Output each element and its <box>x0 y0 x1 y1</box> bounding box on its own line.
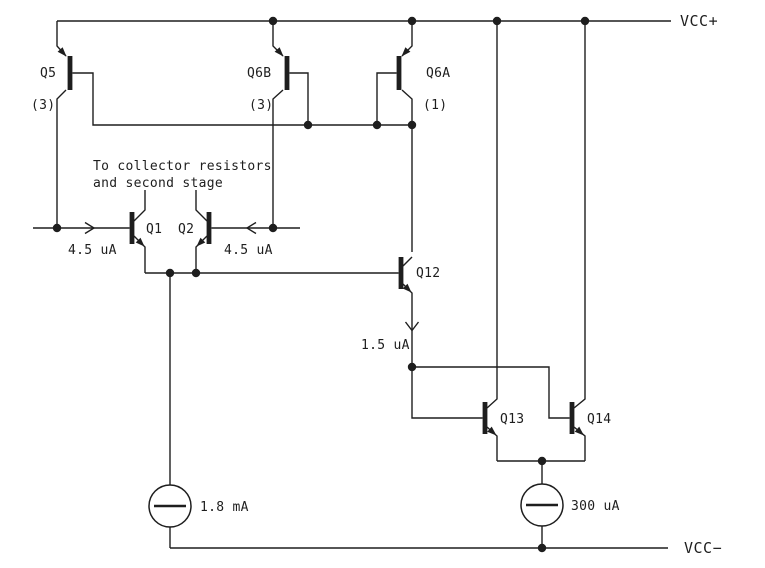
q6a-annotation: (1) <box>423 98 447 113</box>
q12-emitter-current-label: 1.5 uA <box>361 338 410 353</box>
junction-dot <box>268 16 278 26</box>
junction-dot <box>52 223 62 233</box>
current-source-mirror: 300 uA <box>520 483 620 527</box>
junction-dot <box>303 120 313 130</box>
junction-dot <box>407 362 417 372</box>
wires <box>33 72 585 548</box>
q14-collector-wire <box>573 21 586 409</box>
q6b-annotation: (3) <box>249 98 273 113</box>
junction-dot <box>268 223 278 233</box>
q12-npn-arrow-icon <box>402 283 412 293</box>
transistor-q12: Q12 <box>398 256 440 367</box>
q12-emitter-current: 1.5 uA <box>361 321 420 353</box>
q13-collector-wire <box>486 21 498 409</box>
junction-dot <box>580 16 590 26</box>
mirror-source-circle-icon <box>520 483 564 527</box>
q2-label: Q2 <box>178 222 194 237</box>
q5-collector-wire <box>56 89 67 228</box>
q1-base-current-label: 4.5 uA <box>68 243 117 258</box>
tail-source-circle-icon <box>148 484 192 528</box>
q1-collector-wire <box>133 190 146 222</box>
q1-npn-arrow-icon <box>135 237 145 247</box>
collector-note: To collector resistors and second stage <box>93 159 272 191</box>
q5-label: Q5 <box>40 66 56 81</box>
mirror-source-label: 300 uA <box>571 499 620 514</box>
q13-label: Q13 <box>500 412 524 427</box>
transistor-q6b: Q6B (3) <box>247 21 309 228</box>
q6b-label: Q6B <box>247 66 271 81</box>
q5-annotation: (3) <box>31 98 55 113</box>
q14-base-wire <box>412 366 570 419</box>
vcc-minus-label: VCC− <box>684 539 722 557</box>
q12-emitter-current-arrow-icon <box>404 321 420 332</box>
q2-base-current-arrow-icon <box>245 221 257 235</box>
transistor-q1: Q1 <box>129 190 162 273</box>
q6b-base-wire <box>289 72 309 125</box>
q2-emitter-wire <box>195 235 208 273</box>
q14-label: Q14 <box>587 412 611 427</box>
collector-note-line2: and second stage <box>93 176 223 191</box>
q2-collector-wire <box>195 190 208 222</box>
junction-dot <box>407 120 417 130</box>
q14-npn-arrow-icon <box>574 426 584 436</box>
transistor-q13: Q13 <box>482 21 524 461</box>
q13-npn-arrow-icon <box>487 426 497 436</box>
q1-base-current-arrow-icon <box>84 221 96 235</box>
current-source-tail: 1.8 mA <box>148 484 249 528</box>
vcc-plus-rail: VCC+ <box>57 12 718 30</box>
q12-label: Q12 <box>416 266 440 281</box>
q13-base-wire <box>411 367 483 419</box>
q6b-collector-wire <box>272 89 284 228</box>
q2-base-current: 4.5 uA <box>224 221 273 258</box>
junction-dot <box>191 268 201 278</box>
q12-collector-wire <box>402 256 413 267</box>
q2-base-current-label: 4.5 uA <box>224 243 273 258</box>
q6b-pnp-arrow-icon <box>274 47 284 57</box>
transistor-q6a: Q6A (1) <box>376 21 450 252</box>
junction-dot <box>407 16 417 26</box>
bias-line-wire <box>72 72 412 126</box>
vcc-plus-label: VCC+ <box>680 12 718 30</box>
junction-dot <box>165 268 175 278</box>
q6a-collector-wire <box>401 89 413 252</box>
junction-dot <box>492 16 502 26</box>
q5-pnp-arrow-icon <box>57 47 67 57</box>
transistor-q14: Q14 <box>569 21 611 461</box>
collector-note-line1: To collector resistors <box>93 159 272 174</box>
q1-label: Q1 <box>146 222 162 237</box>
q6a-pnp-arrow-icon <box>401 47 411 57</box>
q2-npn-arrow-icon <box>196 237 206 247</box>
junction-dots <box>52 16 590 553</box>
q6a-label: Q6A <box>426 66 450 81</box>
transistor-q2: Q2 <box>178 190 212 273</box>
q6a-base-wire <box>376 72 397 125</box>
transistor-q5: Q5 (3) <box>31 21 73 228</box>
tail-source-label: 1.8 mA <box>200 500 249 515</box>
junction-dot <box>372 120 382 130</box>
junction-dot <box>537 456 547 466</box>
q1-base-current: 4.5 uA <box>68 221 117 258</box>
vcc-minus-rail: VCC− <box>170 539 722 557</box>
junction-dot <box>537 543 547 553</box>
q1-emitter-wire <box>133 235 146 273</box>
